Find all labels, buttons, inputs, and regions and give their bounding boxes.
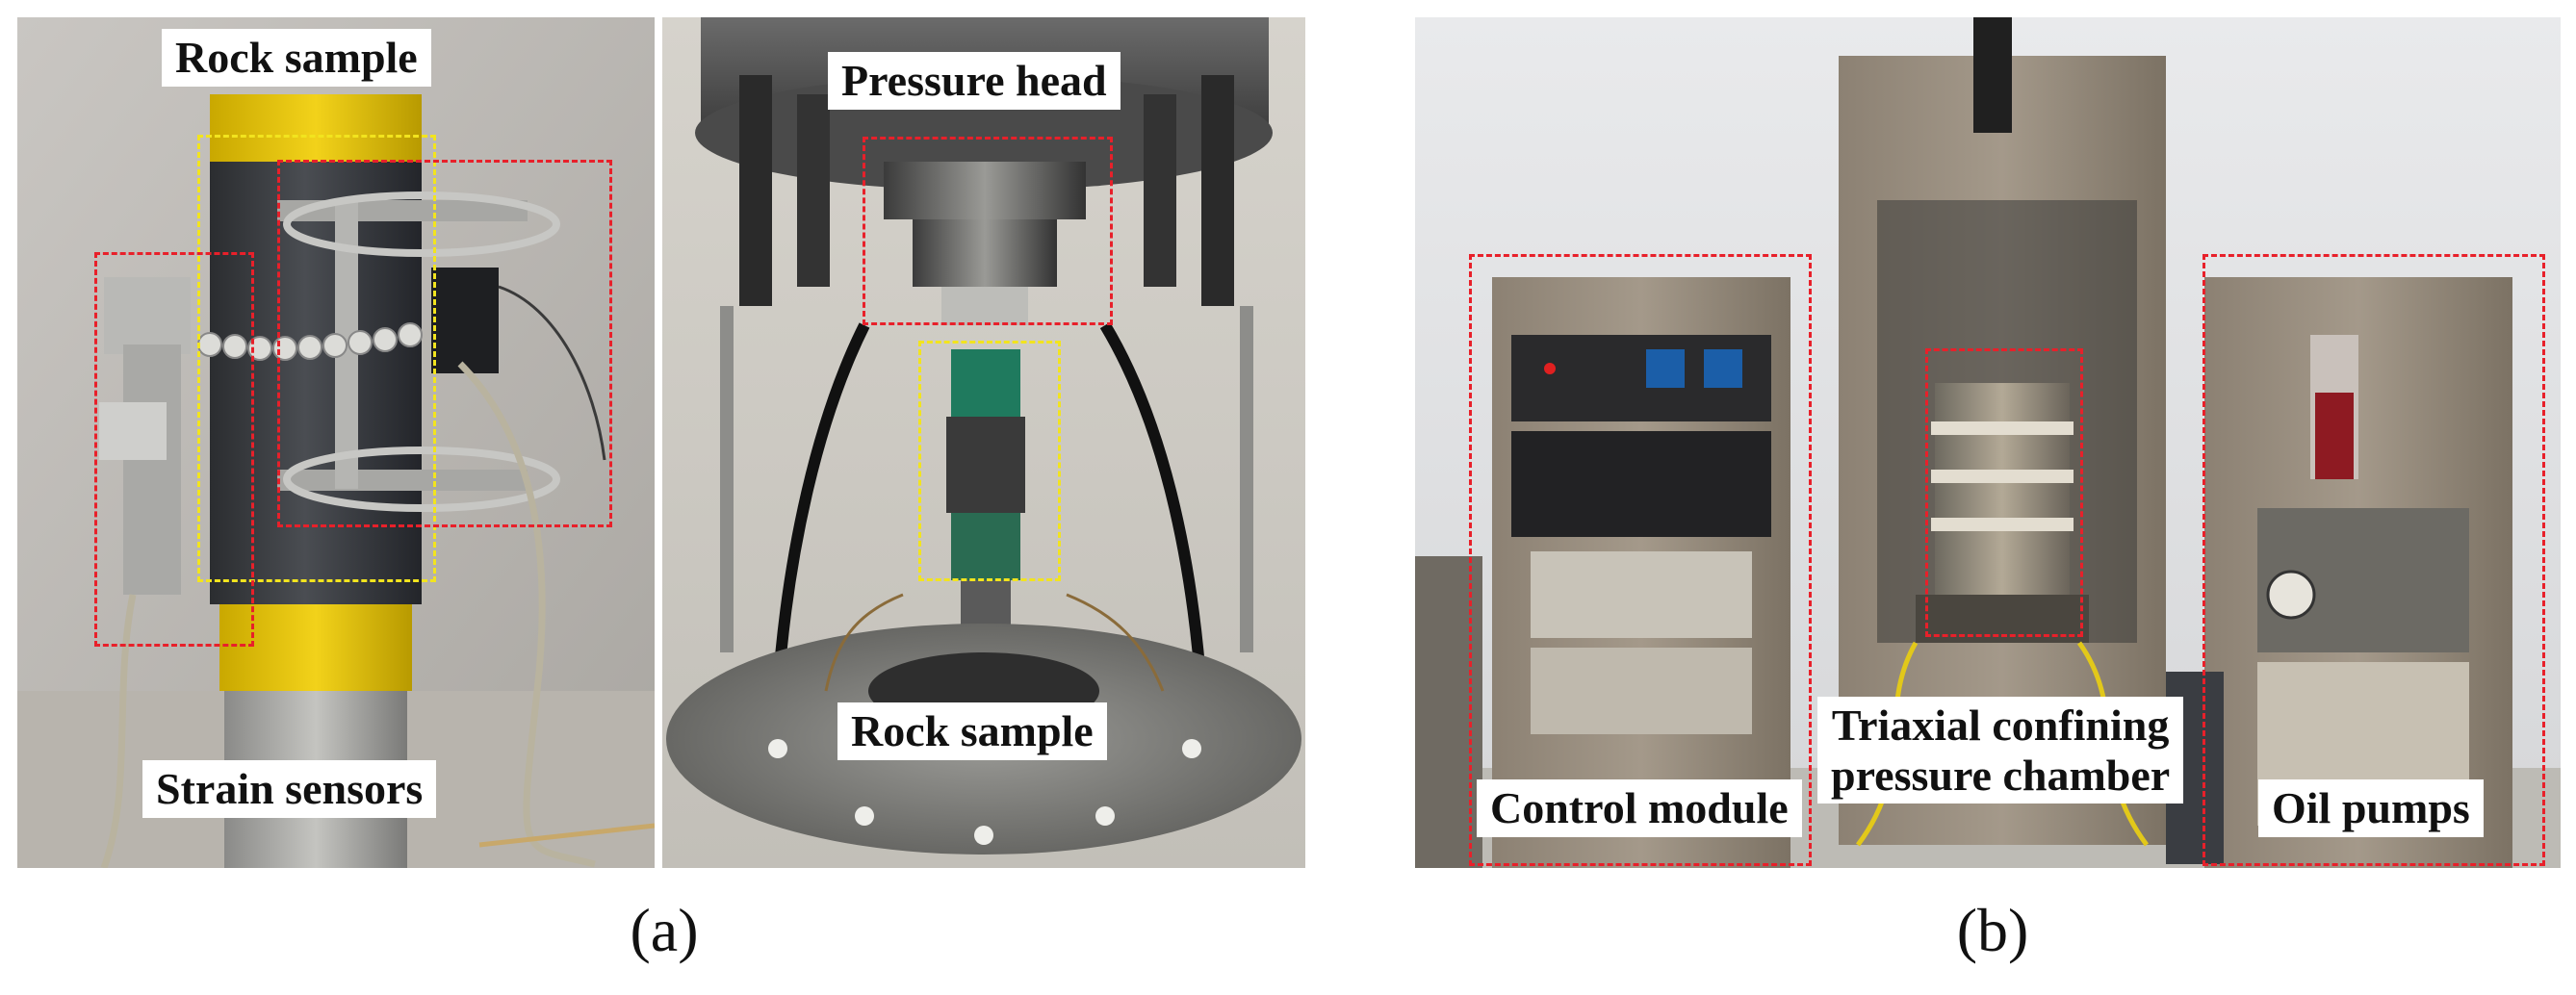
oil-pumps-box <box>2202 254 2545 866</box>
pressure-head-label: Pressure head <box>828 52 1121 110</box>
sensor-box-frame <box>277 160 612 527</box>
rock-sample-box-right <box>918 341 1061 581</box>
chamber-label: Triaxial confining pressure chamber <box>1817 697 2184 804</box>
rock-sample-label-bottom: Rock sample <box>837 702 1107 760</box>
caption-a: (a) <box>630 896 699 964</box>
pressure-head-box <box>863 137 1113 325</box>
control-module-label: Control module <box>1477 779 1802 837</box>
strain-sensors-label: Strain sensors <box>142 760 437 818</box>
chamber-box <box>1925 348 2083 637</box>
oil-pumps-label: Oil pumps <box>2258 779 2484 837</box>
sensor-box-clip <box>94 252 254 647</box>
rock-sample-box-left <box>197 135 436 582</box>
caption-b: (b) <box>1956 896 2029 964</box>
chamber-label-line-1: Triaxial confining <box>1831 701 2170 750</box>
rock-sample-label-top: Rock sample <box>162 29 431 87</box>
control-module-box <box>1469 254 1812 866</box>
chamber-label-line-2: pressure chamber <box>1831 750 2171 800</box>
